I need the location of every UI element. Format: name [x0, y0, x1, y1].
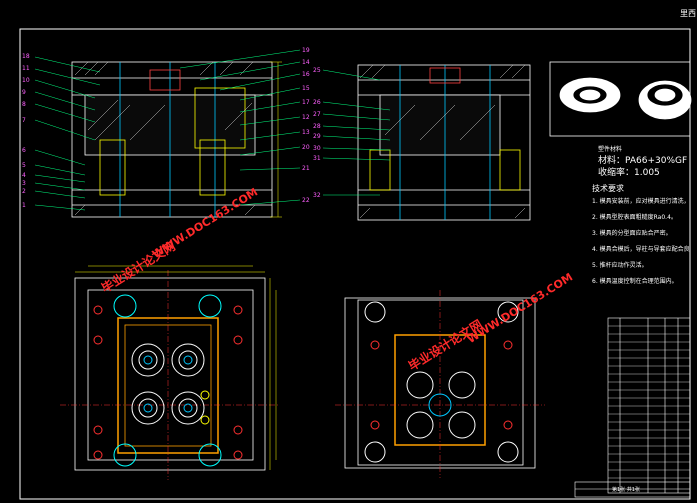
product-preview-box [549, 61, 692, 137]
title-block-text: 第1张 共1张 [612, 487, 640, 493]
callout-8: 8 [22, 101, 26, 108]
callout-13: 13 [302, 129, 310, 136]
tech-line-3: 3. 模具的分型面应贴合严密。 [592, 230, 672, 237]
callout-11: 11 [22, 65, 30, 72]
front-view-leaders [34, 49, 301, 211]
material-label: 塑件材料 [598, 146, 623, 153]
callout-17: 17 [302, 99, 310, 106]
callout-1: 1 [22, 202, 26, 209]
callout-30: 30 [313, 145, 321, 152]
callout-18: 18 [22, 53, 30, 60]
callout-20: 20 [302, 144, 310, 151]
bom-table [607, 317, 691, 494]
corner-mark: 里西 [680, 9, 696, 18]
callout-28: 28 [313, 123, 321, 130]
callout-9: 9 [22, 89, 26, 96]
material-text: 材料：PA66+30%GF [598, 156, 688, 166]
side-section-view [357, 64, 531, 221]
callout-5: 5 [22, 162, 26, 169]
shrink-text: 收缩率：1.005 [598, 168, 660, 178]
side-view-leaders [322, 69, 391, 196]
fixed-half-cavities [364, 301, 519, 463]
tech-title: 技术要求 [592, 184, 624, 193]
callout-7: 7 [22, 117, 26, 124]
bottom-title-block [574, 481, 691, 498]
moving-half-cavities [93, 294, 243, 467]
front-view-dims [270, 61, 282, 218]
callout-22: 22 [302, 197, 310, 204]
callout-3: 3 [22, 180, 26, 187]
callout-21: 21 [302, 165, 310, 172]
moving-half-plan-view [60, 270, 280, 480]
tech-line-6: 6. 模具温度控制在合理范围内。 [592, 278, 678, 285]
callout-2: 2 [22, 188, 26, 195]
callout-32: 32 [313, 192, 321, 199]
tech-line-4: 4. 模具合模后，导柱与导套应配合良好。 [592, 246, 690, 253]
callout-12: 12 [302, 114, 310, 121]
tech-line-5: 5. 推杆应动作灵活。 [592, 262, 648, 269]
callout-31: 31 [313, 155, 321, 162]
callout-25: 25 [313, 67, 321, 74]
callout-19: 19 [302, 47, 310, 54]
tech-line-2: 2. 模具型腔表面粗糙度Ra0.4。 [592, 214, 677, 221]
callout-16: 16 [302, 71, 310, 78]
callout-29: 29 [313, 133, 321, 140]
drawing-frame [19, 28, 691, 500]
fixed-half-plan-view [335, 290, 545, 478]
moving-half-dims [75, 265, 277, 470]
callout-15: 15 [302, 85, 310, 92]
callout-27: 27 [313, 111, 321, 118]
front-section-view [71, 61, 273, 218]
callout-10: 10 [22, 77, 30, 84]
callout-26: 26 [313, 99, 321, 106]
callout-4: 4 [22, 172, 26, 179]
callout-14: 14 [302, 59, 310, 66]
callout-6: 6 [22, 147, 26, 154]
tech-line-1: 1. 模具安装前，应对模具进行清洗，保证各活动部分运动灵活。 [592, 198, 690, 205]
front-section-hatch [74, 61, 256, 216]
